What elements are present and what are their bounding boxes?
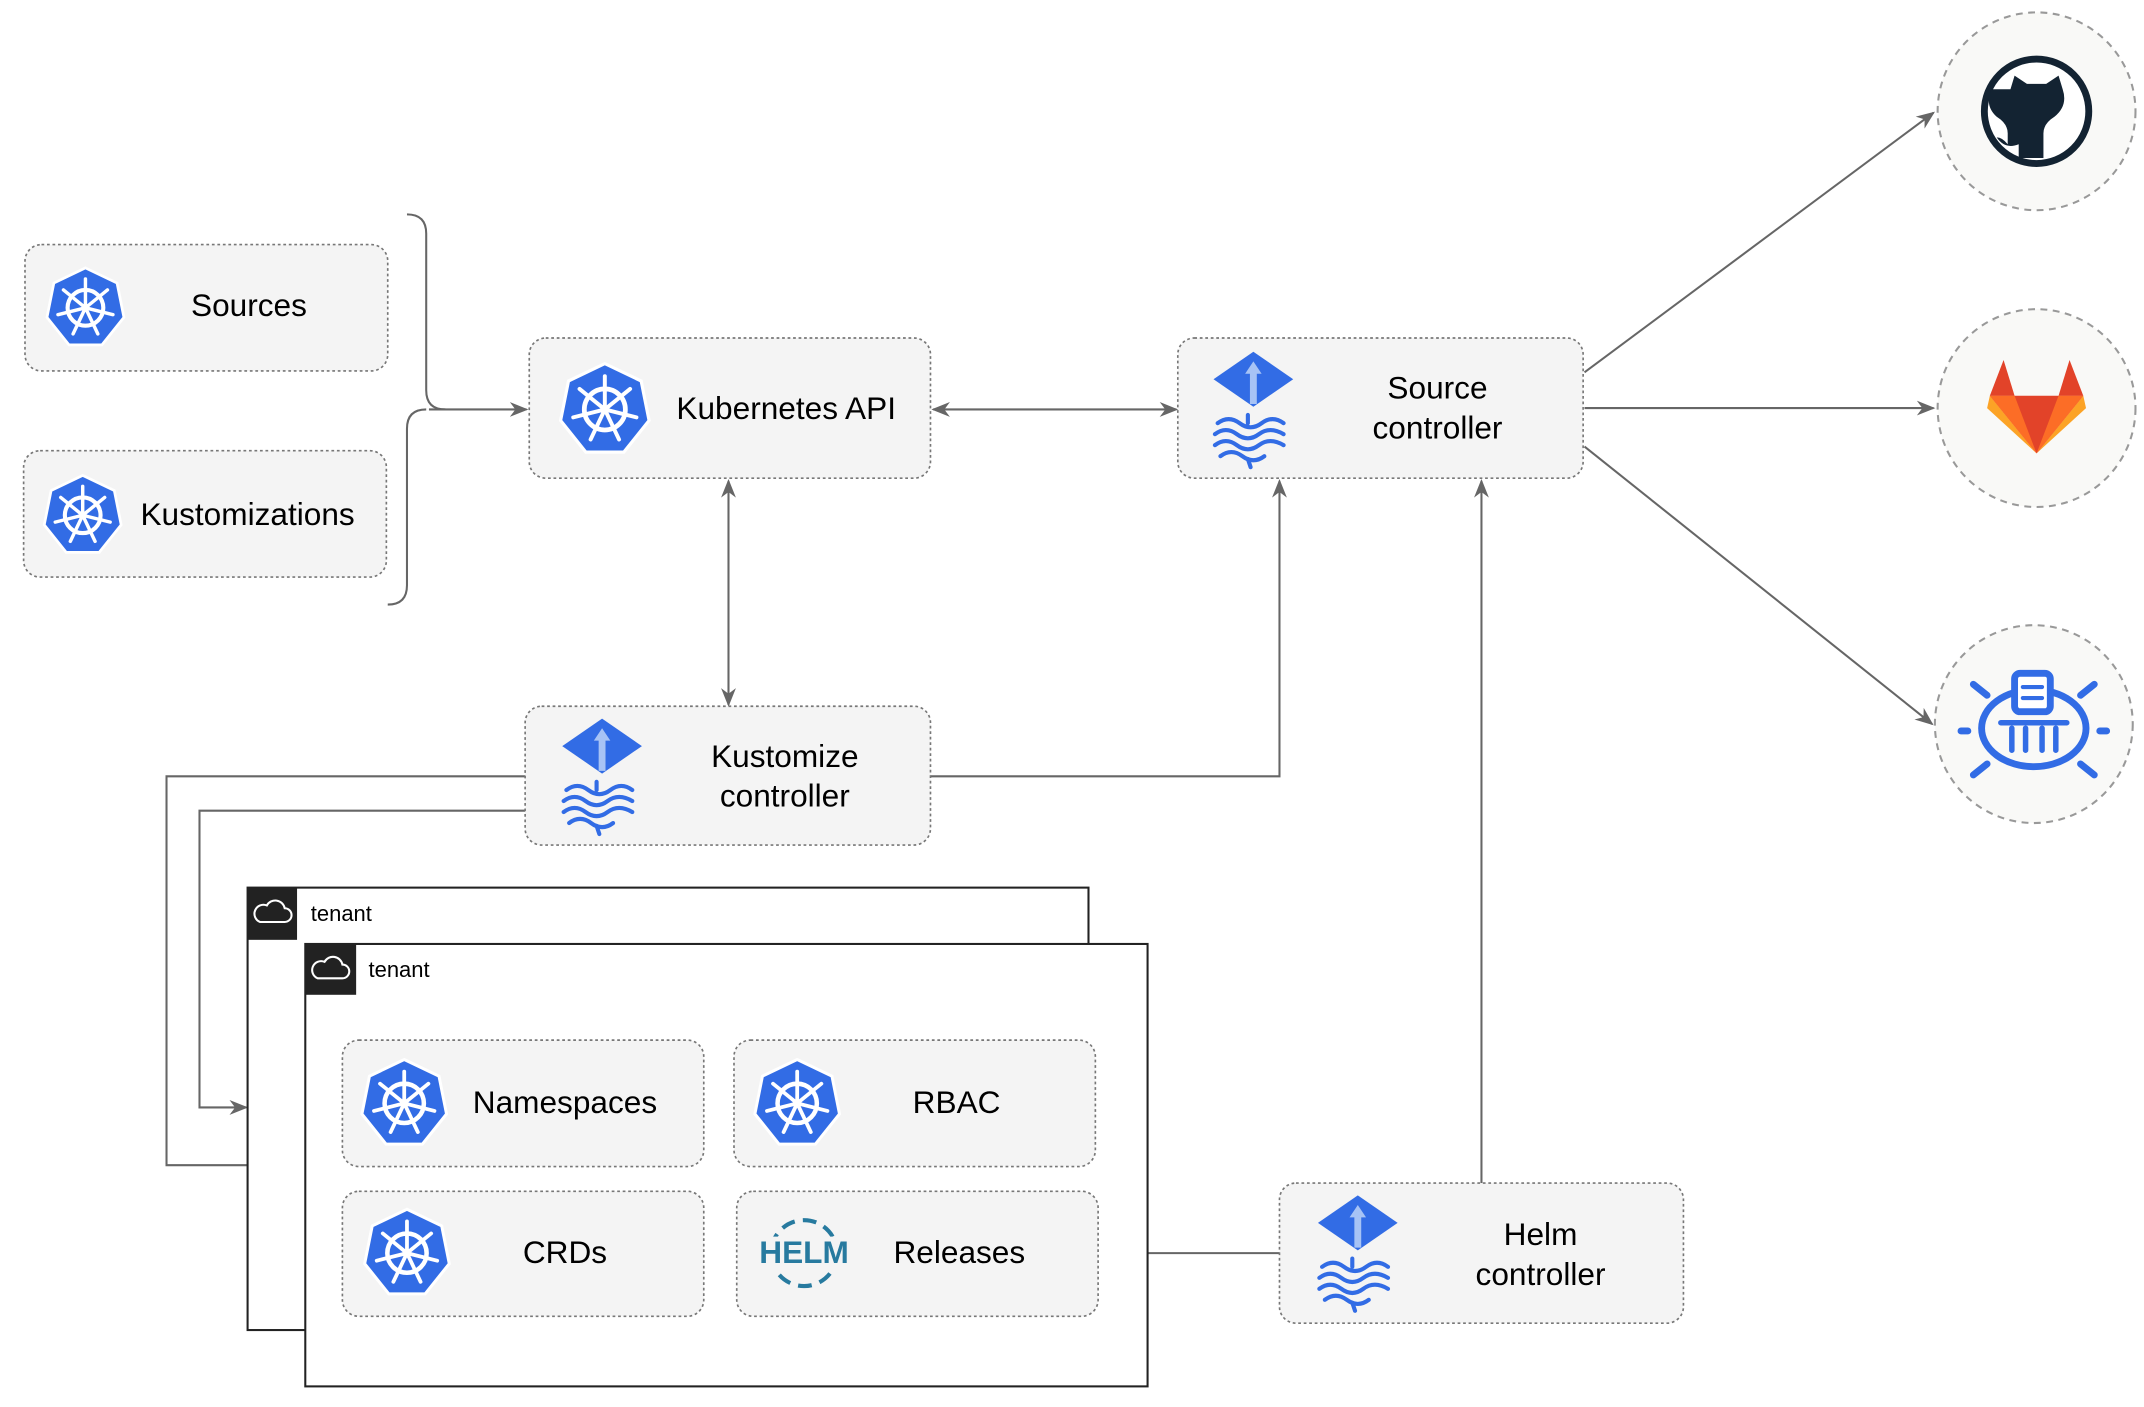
node-label: Kustomizations <box>140 496 354 532</box>
node-kubernetes-api[interactable]: Kubernetes API <box>528 337 932 479</box>
node-kustomize-controller[interactable]: Kustomize controller <box>524 705 932 846</box>
kubernetes-icon <box>362 1060 447 1145</box>
node-crds[interactable]: CRDs <box>341 1190 705 1318</box>
node-label-line2: controller <box>720 778 850 814</box>
svg-text:HELM: HELM <box>759 1234 849 1270</box>
kubernetes-icon <box>44 475 121 552</box>
node-label-line1: Kustomize <box>711 738 858 774</box>
kubernetes-icon <box>755 1060 840 1145</box>
github-icon <box>1980 55 2093 167</box>
connectors <box>165 111 1936 1261</box>
kubernetes-icon <box>365 1209 450 1294</box>
node-label: Namespaces <box>473 1084 657 1120</box>
node-helm-controller[interactable]: Helm controller <box>1278 1182 1685 1325</box>
gitlab-node[interactable] <box>1936 308 2137 509</box>
edge-source-to-helm-repo <box>1583 445 1934 726</box>
helm-repository-icon <box>1957 669 2111 779</box>
tenant-front: tenant Namespaces RBAC CRDs HELM Release… <box>304 942 1149 1388</box>
kubernetes-icon <box>561 364 649 452</box>
grouping-brace <box>387 213 446 606</box>
node-label: CRDs <box>523 1234 607 1270</box>
node-label-line2: controller <box>1373 409 1503 445</box>
tenant-label: tenant <box>369 957 430 982</box>
edge-kustomize-to-tenant-front <box>165 775 526 1173</box>
node-label: Kubernetes API <box>676 390 896 426</box>
edge-source-to-github <box>1583 111 1936 374</box>
github-node[interactable] <box>1936 11 2137 212</box>
edge-kustomize-to-source <box>930 479 1287 778</box>
kubernetes-icon <box>47 268 124 345</box>
node-releases[interactable]: HELM Releases <box>735 1190 1099 1318</box>
node-label-line1: Source <box>1387 370 1487 406</box>
node-label-line2: controller <box>1476 1256 1606 1292</box>
helm-repository-node[interactable] <box>1933 624 2134 825</box>
node-rbac[interactable]: RBAC <box>733 1039 1097 1168</box>
node-label: RBAC <box>913 1084 1001 1120</box>
tenant-label: tenant <box>311 901 372 926</box>
node-namespaces[interactable]: Namespaces <box>341 1039 705 1168</box>
node-kustomizations[interactable]: Kustomizations <box>22 449 388 578</box>
node-label: Sources <box>191 287 307 323</box>
node-source-controller[interactable]: Source controller <box>1176 337 1584 479</box>
node-label: Releases <box>893 1234 1025 1270</box>
gitlab-icon <box>1987 359 2087 454</box>
helm-icon: HELM <box>758 1218 850 1289</box>
node-label-line1: Helm <box>1504 1216 1578 1252</box>
node-sources[interactable]: Sources <box>24 243 389 372</box>
edge-kustomize-to-tenant-back <box>198 809 526 1115</box>
